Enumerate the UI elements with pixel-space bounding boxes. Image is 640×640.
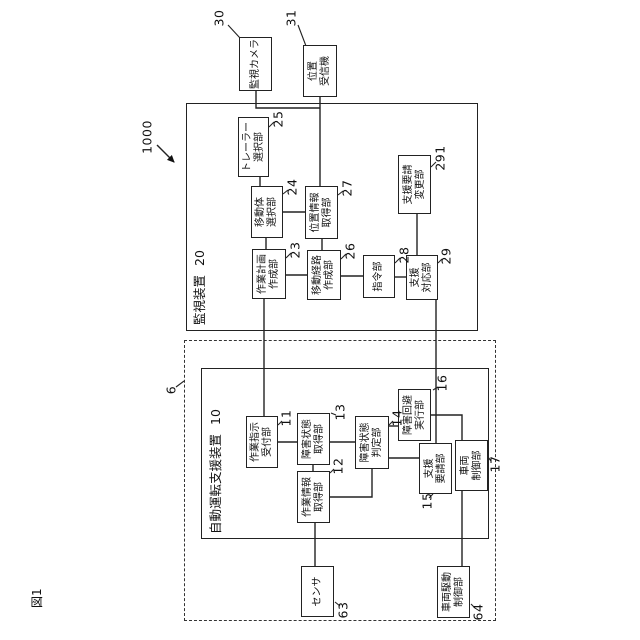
box-sensor: センサ	[301, 566, 334, 617]
ref-fault-state-acquisition: 13	[332, 403, 348, 421]
label-vehicle-drive-control: 車両駆動 制御部	[441, 572, 465, 612]
ref-vehicle-area: 6	[163, 385, 179, 395]
label-fault-state-acquisition: 障害状態 取得部	[301, 419, 325, 459]
ref-receiver: 31	[283, 9, 299, 27]
line-avoidexec-vehiclecontrol	[431, 414, 463, 440]
monitoring-device-ref: 20	[192, 250, 207, 266]
label-vehicle-control: 車両 制御部	[459, 450, 483, 481]
label-support-request-change: 支援要請 変更部	[402, 164, 426, 205]
box-fault-state-acquisition: 障害状態 取得部	[297, 413, 330, 465]
label-trailer-selection: トレーラー 選択部	[241, 122, 265, 172]
driving-support-device-title-text: 自動運転支援装置	[208, 433, 223, 534]
monitoring-device-title-text: 監視装置	[192, 274, 207, 325]
ref-work-info-acquisition: 12	[330, 457, 346, 475]
box-support-request-change: 支援要請 変更部	[398, 155, 431, 214]
label-work-info-acquisition: 作業情報 取得部	[301, 477, 325, 517]
ref-mobile-body-selection: 24	[284, 178, 300, 196]
label-fault-avoidance-execution: 障害回避 実行部	[402, 395, 426, 435]
box-work-plan-creation: 作業計画 作成部	[252, 249, 286, 299]
box-command-unit: 指令部	[363, 255, 395, 298]
box-monitoring-camera: 監視カメラ	[239, 37, 272, 91]
ref-fault-state-judgement: 14	[389, 409, 405, 427]
ref-fault-avoidance-execution: 16	[434, 374, 450, 392]
driving-support-device-title: 自動運転支援装置 10	[205, 409, 224, 534]
box-vehicle-control: 車両 制御部	[455, 440, 488, 491]
leader-ticks	[175, 24, 492, 609]
label-command-unit: 指令部	[373, 261, 384, 292]
box-work-instruction-reception: 作業指示 受付部	[246, 416, 278, 468]
ref-trailer-selection: 25	[270, 110, 286, 128]
box-work-info-acquisition: 作業情報 取得部	[297, 471, 330, 523]
ref-vehicle-control: 17	[487, 455, 503, 473]
label-position-receiver: 位置 受信機	[308, 56, 331, 86]
ref-support-response: 29	[438, 247, 454, 265]
label-support-response: 支援 対応部	[410, 262, 433, 293]
label-movement-route-creation: 移動経路 作成部	[312, 255, 335, 295]
box-vehicle-drive-control: 車両駆動 制御部	[437, 566, 470, 618]
system-ref-arrow	[156, 144, 175, 163]
ref-support-request: 15	[419, 492, 435, 510]
ref-work-plan-creation: 23	[287, 241, 303, 259]
label-position-info-acquisition: 位置情報 取得部	[309, 192, 333, 233]
ref-system: 1000	[139, 120, 155, 154]
box-position-receiver: 位置 受信機	[303, 45, 337, 97]
monitoring-device-title: 監視装置 20	[189, 250, 208, 325]
box-movement-route-creation: 移動経路 作成部	[307, 250, 341, 300]
ref-camera: 30	[211, 9, 227, 27]
ref-sensor: 63	[335, 601, 351, 619]
box-mobile-body-selection: 移動体 選択部	[251, 186, 283, 238]
box-fault-state-judgement: 障害状態 判定部	[355, 416, 389, 469]
ref-support-request-change: 291	[432, 145, 448, 171]
label-monitoring-camera: 監視カメラ	[249, 39, 261, 89]
line-camera-to-position-info	[255, 91, 320, 109]
label-support-request: 支援 要請部	[423, 453, 447, 484]
box-position-info-acquisition: 位置情報 取得部	[305, 186, 338, 239]
ref-position-info-acquisition: 27	[339, 179, 355, 197]
driving-support-device-ref: 10	[208, 409, 223, 425]
box-trailer-selection: トレーラー 選択部	[238, 117, 269, 177]
box-support-request: 支援 要請部	[419, 443, 452, 494]
label-fault-state-judgement: 障害状態 判定部	[360, 422, 383, 463]
label-mobile-body-selection: 移動体 選択部	[255, 197, 278, 227]
line-workinfo-faultjudge	[330, 469, 373, 498]
ref-work-instruction-reception: 11	[278, 409, 294, 427]
figure-caption: 図1	[30, 588, 44, 608]
ref-movement-route-creation: 26	[342, 242, 358, 260]
label-work-instruction-reception: 作業指示 受付部	[250, 422, 273, 462]
label-work-plan-creation: 作業計画 作成部	[257, 254, 280, 294]
ref-command-unit: 28	[396, 246, 412, 264]
ref-vehicle-drive-control: 64	[470, 603, 486, 621]
label-sensor: センサ	[311, 576, 323, 607]
